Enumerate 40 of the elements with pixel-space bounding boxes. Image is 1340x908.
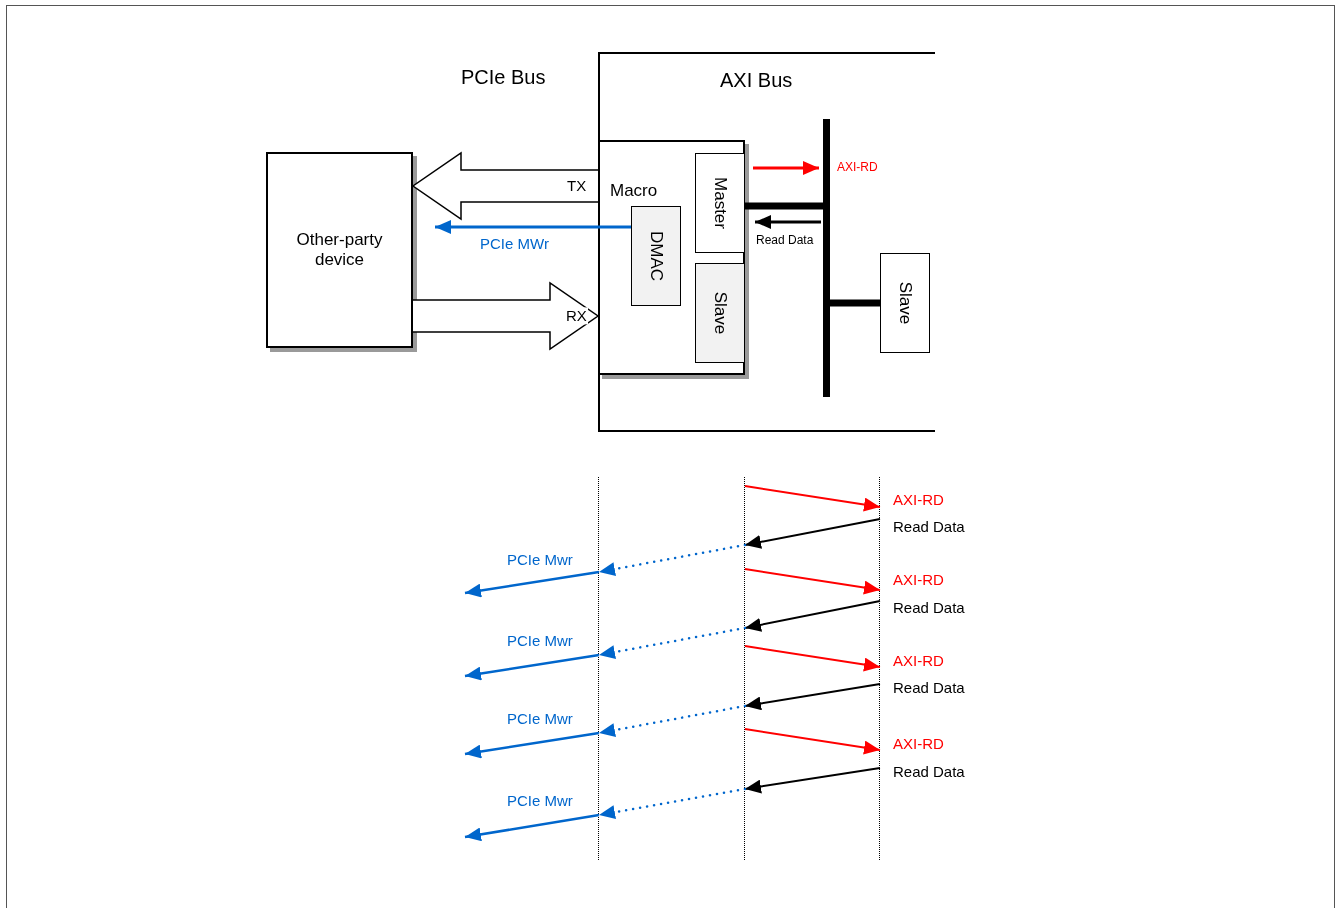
region-title: AXI Bus	[720, 68, 793, 92]
box-label: Slave	[710, 291, 731, 335]
lifeline	[879, 477, 881, 860]
lifeline	[598, 477, 600, 860]
arrow	[744, 728, 881, 755]
arrow	[464, 653, 600, 681]
bus-bar	[823, 119, 830, 397]
arrow	[744, 645, 881, 672]
lifeline	[744, 477, 746, 860]
box-title: Macro	[610, 181, 658, 202]
bus-label: PCIe Bus	[461, 66, 546, 89]
arrow	[464, 731, 600, 759]
edge-label: RX	[565, 307, 588, 325]
bus-connection	[745, 202, 823, 210]
dotted-arrow	[597, 543, 747, 576]
arrow	[744, 683, 881, 711]
arrow	[744, 518, 881, 549]
box-label: Master	[710, 177, 731, 229]
box-label: Other-party device	[295, 229, 384, 271]
block-arrow	[411, 151, 599, 221]
block-box	[695, 263, 745, 363]
box-label: Slave	[895, 281, 916, 325]
arrow	[744, 767, 881, 794]
arrow	[464, 570, 600, 598]
bus-region-outline	[598, 52, 935, 432]
arrow	[755, 215, 821, 229]
box-label: DMAC	[646, 230, 667, 282]
block-box	[880, 253, 930, 353]
arrow	[464, 813, 600, 842]
dotted-arrow	[597, 626, 747, 659]
block-arrow	[412, 281, 600, 351]
arrow	[744, 485, 881, 512]
block-box	[695, 153, 745, 253]
arrow	[753, 161, 819, 175]
arrow	[435, 220, 631, 234]
arrow	[744, 600, 881, 632]
dotted-arrow	[597, 787, 747, 820]
block-box	[631, 206, 681, 306]
dotted-arrow	[597, 704, 747, 737]
arrow	[744, 568, 881, 595]
